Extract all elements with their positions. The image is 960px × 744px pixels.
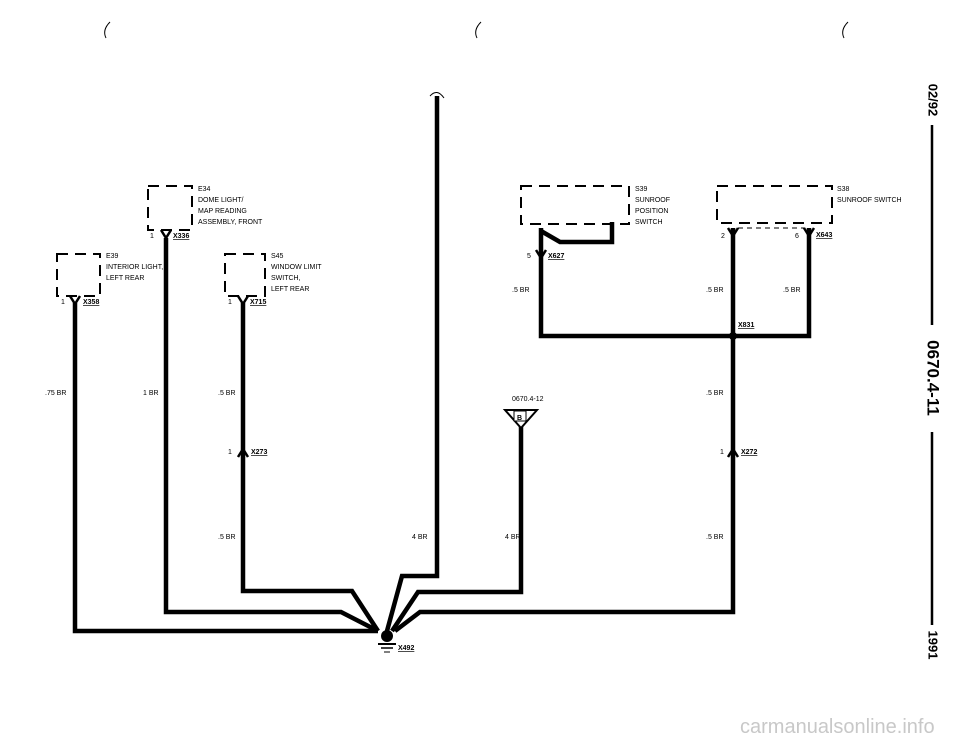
x273-pin: 1	[228, 449, 232, 456]
s39-id: S39	[635, 186, 648, 193]
ground-icon	[378, 630, 396, 653]
s39-box	[520, 185, 630, 225]
s45-line2: SWITCH,	[271, 275, 301, 282]
e39-wire-label: .75 BR	[45, 390, 66, 397]
side-year: 1991	[926, 631, 941, 660]
e39-box	[56, 253, 101, 297]
scan-marks	[104, 21, 849, 39]
x273-symbol	[236, 446, 250, 458]
x272-label: X272	[741, 449, 757, 456]
wire-s45	[240, 303, 380, 633]
x643-left-symbol	[726, 227, 740, 239]
x272-wire-above: .5 BR	[706, 390, 724, 397]
x358-symbol	[68, 295, 82, 307]
s39-line3: SWITCH	[635, 219, 663, 226]
wires	[72, 96, 812, 634]
e39-pin: 1	[61, 299, 65, 306]
x492-label: X492	[398, 645, 414, 652]
s45-wire-label: .5 BR	[218, 390, 236, 397]
e39-id: E39	[106, 253, 119, 260]
s38-box	[716, 185, 833, 224]
top-wire-label: 4 BR	[412, 534, 428, 541]
x627-symbol	[534, 249, 548, 261]
x715-symbol	[236, 295, 250, 307]
x358-label: X358	[83, 299, 99, 306]
x715-label: X715	[250, 299, 266, 306]
e34-box	[147, 185, 193, 231]
e39-line2: LEFT REAR	[106, 275, 144, 282]
x831-label: X831	[738, 322, 754, 329]
wire-offpage-b	[390, 425, 524, 633]
x272-symbol	[726, 446, 740, 458]
x643-right-symbol	[802, 227, 816, 239]
s45-box	[224, 253, 266, 297]
s39-line2: POSITION	[635, 208, 668, 215]
e34-wire-label: 1 BR	[143, 390, 159, 397]
s38-wire-right: .5 BR	[783, 287, 801, 294]
offpage-wire-label: 4 BR	[505, 534, 521, 541]
s45-line1: WINDOW LIMIT	[271, 264, 322, 271]
e34-line2: MAP READING	[198, 208, 247, 215]
offpage-letter-box	[513, 410, 527, 422]
x336-label: X336	[173, 233, 189, 240]
x336-symbol	[159, 229, 173, 241]
e34-line3: ASSEMBLY, FRONT	[198, 219, 263, 226]
x643-label: X643	[816, 232, 832, 239]
x273-wire-below: .5 BR	[218, 534, 236, 541]
wire-e34	[163, 238, 380, 634]
e34-line1: DOME LIGHT/	[198, 197, 244, 204]
s39-pin: 5	[527, 253, 531, 260]
wire-s38-right	[733, 228, 812, 339]
s45-id: S45	[271, 253, 284, 260]
wire-e39	[72, 303, 378, 634]
component-boxes	[56, 185, 833, 297]
wire-top	[384, 96, 440, 632]
s39-line1: SUNROOF	[635, 197, 670, 204]
side-date: 02/92	[926, 84, 941, 117]
e39-line1: INTERIOR LIGHT,	[106, 264, 163, 271]
x273-label: X273	[251, 449, 267, 456]
s39-wire-label: .5 BR	[512, 287, 530, 294]
watermark: carmanualsonline.info	[740, 716, 935, 738]
side-page: 0670.4-11	[924, 340, 943, 416]
s38-id: S38	[837, 186, 850, 193]
s38-pin-left: 2	[721, 233, 725, 240]
side-strip: 02/92 0670.4-11 1991	[924, 84, 943, 660]
s38-wire-left: .5 BR	[706, 287, 724, 294]
x627-label: X627	[548, 253, 564, 260]
e34-pin: 1	[150, 233, 154, 240]
offpage-ref: 0670.4-12	[512, 396, 544, 403]
s45-line3: LEFT REAR	[271, 286, 309, 293]
x272-pin: 1	[720, 449, 724, 456]
s38-pin-right: 6	[795, 233, 799, 240]
e34-id: E34	[198, 186, 211, 193]
offpage-letter: B	[517, 415, 522, 422]
s38-line1: SUNROOF SWITCH	[837, 197, 902, 204]
s39-switch-contact	[539, 222, 615, 245]
wire-s39	[538, 228, 733, 339]
s45-pin: 1	[228, 299, 232, 306]
x272-wire-below: .5 BR	[706, 534, 724, 541]
connector-symbols	[68, 227, 816, 458]
wire-top-end	[429, 92, 445, 99]
x831-splice-dot	[729, 332, 737, 340]
wire-s38-left	[393, 228, 736, 633]
